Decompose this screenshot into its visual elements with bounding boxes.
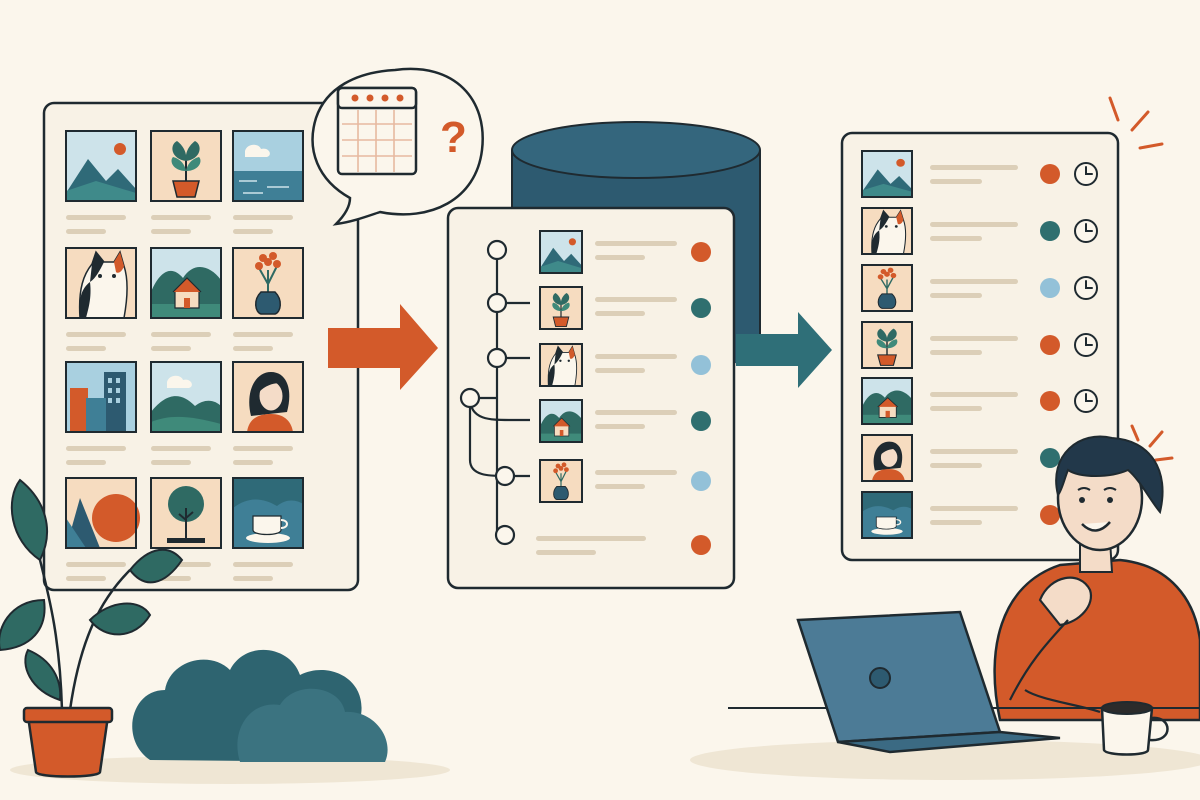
bush-icon bbox=[132, 649, 388, 762]
timeline-thumbnail-potted-plant bbox=[539, 286, 583, 330]
branch-tree-icon bbox=[459, 239, 530, 546]
clock-icon bbox=[1074, 162, 1098, 186]
transfer-arrow-right-teal bbox=[736, 312, 832, 388]
gallery-thumbnail-flower-vase bbox=[232, 247, 304, 351]
placeholder-line bbox=[151, 460, 191, 465]
status-dot bbox=[1040, 221, 1060, 241]
status-dot bbox=[691, 471, 711, 491]
question-mark: ? bbox=[440, 113, 467, 162]
schedule-rows bbox=[861, 150, 1098, 539]
ground-shadow bbox=[10, 756, 450, 784]
status-dot bbox=[1040, 391, 1060, 411]
placeholder-line bbox=[233, 576, 273, 581]
placeholder-line bbox=[151, 446, 211, 451]
gallery-thumbnail-abstract-sun bbox=[65, 477, 140, 581]
smiling-person-icon bbox=[993, 435, 1200, 722]
status-dot bbox=[691, 411, 711, 431]
timeline-row bbox=[536, 535, 711, 555]
gallery-thumbnail-city-buildings bbox=[65, 361, 137, 465]
status-dot bbox=[1040, 335, 1060, 355]
status-dot bbox=[1040, 164, 1060, 184]
placeholder-line bbox=[233, 332, 293, 337]
schedule-row bbox=[861, 150, 1098, 198]
transfer-arrow-right bbox=[328, 304, 438, 390]
schedule-thumbnail-flower-vase bbox=[861, 264, 913, 312]
timeline-row bbox=[539, 230, 711, 274]
placeholder-line bbox=[66, 446, 126, 451]
gallery-grid bbox=[65, 130, 304, 581]
schedule-thumbnail-cat bbox=[861, 207, 913, 255]
schedule-row bbox=[861, 321, 1098, 369]
laptop-icon bbox=[796, 610, 1061, 754]
timeline-row bbox=[539, 399, 711, 443]
placeholder-line bbox=[66, 562, 126, 567]
clock-icon bbox=[1074, 333, 1098, 357]
timeline-thumbnail-house-hills bbox=[539, 399, 583, 443]
gallery-panel bbox=[42, 101, 360, 592]
gallery-thumbnail-woman-portrait bbox=[232, 361, 304, 465]
placeholder-line bbox=[66, 332, 126, 337]
schedule-thumbnail-mountain-sun bbox=[861, 150, 913, 198]
status-dot bbox=[691, 298, 711, 318]
schedule-row bbox=[861, 434, 1060, 482]
timeline-thumbnail-cat bbox=[539, 343, 583, 387]
status-dot bbox=[1040, 278, 1060, 298]
gallery-thumbnail-hills-clouds bbox=[150, 361, 222, 465]
placeholder-line bbox=[233, 346, 273, 351]
desk-shadow bbox=[690, 740, 1200, 780]
timeline-panel bbox=[446, 206, 736, 590]
schedule-panel bbox=[840, 131, 1120, 562]
placeholder-line bbox=[66, 229, 106, 234]
placeholder-line bbox=[233, 446, 293, 451]
schedule-row bbox=[861, 264, 1098, 312]
gallery-thumbnail-potted-plant bbox=[150, 130, 222, 234]
placeholder-line bbox=[66, 576, 106, 581]
placeholder-line bbox=[233, 229, 273, 234]
schedule-row bbox=[861, 207, 1098, 255]
timeline-row bbox=[539, 343, 711, 387]
speech-bubble: ? bbox=[311, 67, 484, 226]
placeholder-line bbox=[233, 460, 273, 465]
gallery-thumbnail-tree bbox=[150, 477, 222, 581]
status-dot bbox=[1040, 448, 1060, 468]
calendar-icon bbox=[336, 86, 418, 176]
status-dot bbox=[691, 242, 711, 262]
placeholder-line bbox=[151, 215, 211, 220]
placeholder-line bbox=[151, 346, 191, 351]
schedule-thumbnail-woman-portrait bbox=[861, 434, 913, 482]
spark-lines bbox=[1108, 96, 1174, 462]
clock-icon bbox=[1074, 389, 1098, 413]
timeline-row bbox=[539, 459, 711, 503]
gallery-thumbnail-sea-clouds bbox=[232, 130, 304, 234]
clock-icon bbox=[1074, 219, 1098, 243]
timeline-thumbnail-mountain-sun bbox=[539, 230, 583, 274]
mug-icon bbox=[1100, 701, 1169, 756]
timeline-thumbnail-flower-vase bbox=[539, 459, 583, 503]
schedule-thumbnail-house-hills bbox=[861, 377, 913, 425]
placeholder-line bbox=[151, 332, 211, 337]
placeholder-line bbox=[66, 460, 106, 465]
timeline-rows bbox=[536, 230, 711, 555]
placeholder-line bbox=[151, 229, 191, 234]
status-dot bbox=[691, 355, 711, 375]
gallery-thumbnail-coffee-cup bbox=[232, 477, 304, 581]
schedule-thumbnail-potted-plant bbox=[861, 321, 913, 369]
timeline-row bbox=[539, 286, 711, 330]
schedule-thumbnail-coffee-cup bbox=[861, 491, 913, 539]
status-dot bbox=[691, 535, 711, 555]
placeholder-line bbox=[233, 215, 293, 220]
plant-icon bbox=[0, 478, 184, 778]
gallery-thumbnail-cat bbox=[65, 247, 137, 351]
gallery-thumbnail-house-hills bbox=[150, 247, 222, 351]
schedule-row bbox=[861, 377, 1098, 425]
placeholder-line bbox=[66, 215, 126, 220]
gallery-thumbnail-mountain-sun bbox=[65, 130, 137, 234]
status-dot bbox=[1040, 505, 1060, 525]
placeholder-line bbox=[233, 562, 293, 567]
clock-icon bbox=[1074, 276, 1098, 300]
placeholder-line bbox=[66, 346, 106, 351]
schedule-row bbox=[861, 491, 1060, 539]
